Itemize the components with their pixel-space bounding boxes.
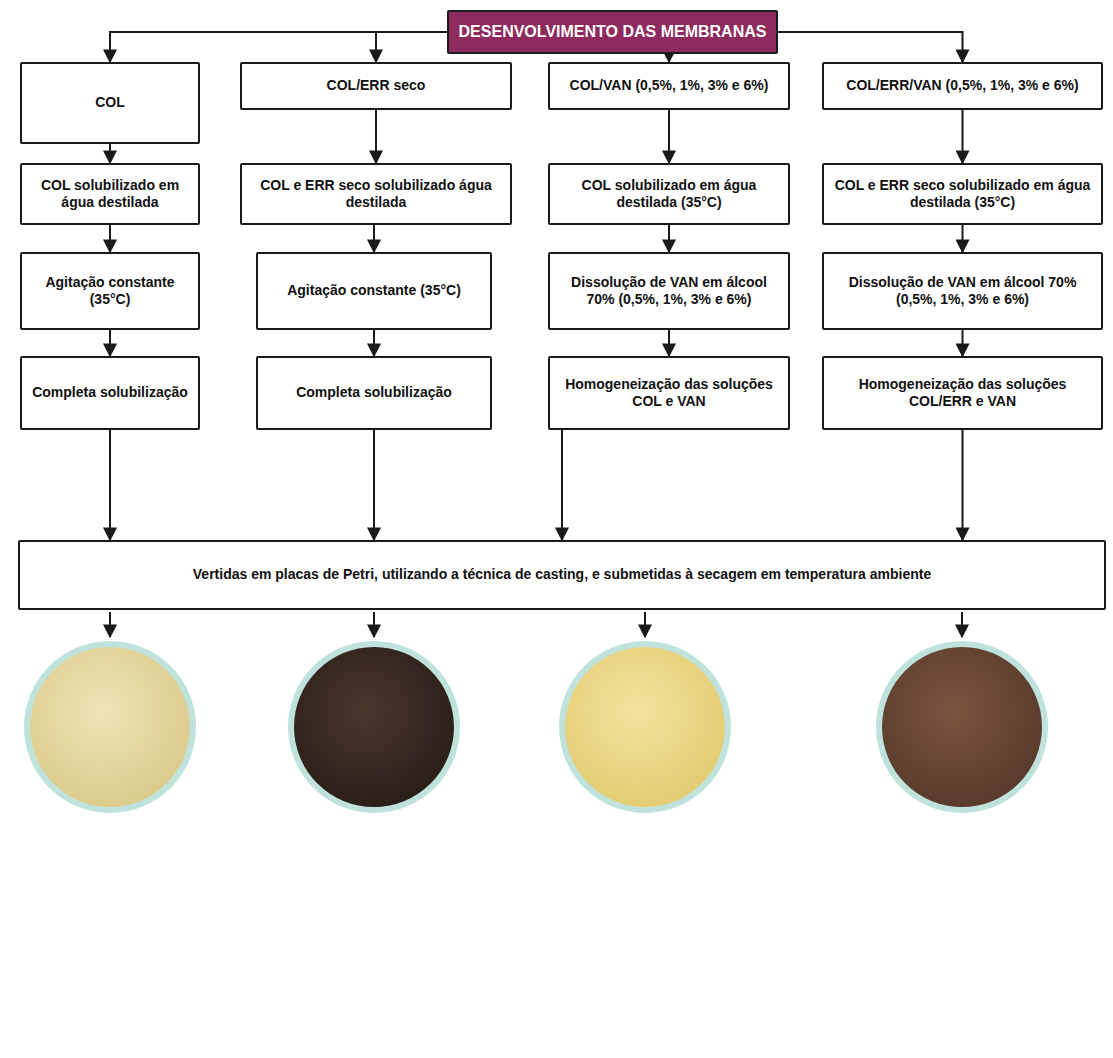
process-box: Dissolução de VAN em álcool 70% (0,5%, 1… xyxy=(822,252,1103,330)
dish-film xyxy=(30,647,190,807)
flow-arrow xyxy=(962,225,964,252)
final-step-box: Vertidas em placas de Petri, utilizando … xyxy=(18,540,1106,610)
petri-dish xyxy=(288,641,460,813)
flow-arrow xyxy=(375,110,377,163)
flow-arrow xyxy=(668,54,670,62)
flow-arrow xyxy=(109,430,111,540)
box-text: Homogeneização das soluções COL e VAN xyxy=(558,376,780,411)
dish-film xyxy=(294,647,454,807)
box-text: Agitação constante (35°C) xyxy=(287,282,461,300)
dish-rim xyxy=(559,641,731,813)
box-text: Dissolução de VAN em álcool 70% (0,5%, 1… xyxy=(558,274,780,309)
flow-arrow xyxy=(109,330,111,356)
process-box: COL/ERR seco xyxy=(240,62,512,110)
box-text: COL e ERR seco solubilizado em água dest… xyxy=(832,177,1093,212)
flow-arrow xyxy=(373,430,375,540)
box-text: COL/ERR/VAN (0,5%, 1%, 3% e 6%) xyxy=(846,77,1078,95)
process-box: Completa solubilização xyxy=(20,356,200,430)
process-box: COL/ERR/VAN (0,5%, 1%, 3% e 6%) xyxy=(822,62,1103,110)
box-text: COL solubilizado em água destilada (35°C… xyxy=(558,177,780,212)
flow-arrow xyxy=(668,110,670,163)
process-box: COL e ERR seco solubilizado água destila… xyxy=(240,163,512,225)
process-box: Homogeneização das soluções COL e VAN xyxy=(548,356,790,430)
box-text: Completa solubilização xyxy=(296,384,452,402)
flow-arrow xyxy=(376,32,447,62)
box-text: Homogeneização das soluções COL/ERR e VA… xyxy=(832,376,1093,411)
flow-arrow xyxy=(373,225,375,252)
process-box: Completa solubilização xyxy=(256,356,492,430)
box-text: COL/ERR seco xyxy=(327,77,426,95)
dish-film xyxy=(882,647,1042,807)
process-box: COL solubilizado em água destilada (35°C… xyxy=(548,163,790,225)
box-text: Completa solubilização xyxy=(32,384,188,402)
flow-arrow xyxy=(668,225,670,252)
flow-arrow xyxy=(962,110,964,163)
flow-arrow xyxy=(962,430,964,540)
flow-arrow xyxy=(109,144,111,163)
dish-arrow xyxy=(961,612,963,637)
process-box: Dissolução de VAN em álcool 70% (0,5%, 1… xyxy=(548,252,790,330)
flow-arrow xyxy=(962,330,964,356)
box-text: DESENVOLVIMENTO DAS MEMBRANAS xyxy=(459,22,767,42)
title-box: DESENVOLVIMENTO DAS MEMBRANAS xyxy=(447,10,778,54)
process-box: COL/VAN (0,5%, 1%, 3% e 6%) xyxy=(548,62,790,110)
flow-arrow xyxy=(778,32,963,62)
dish-arrow xyxy=(373,612,375,637)
box-text: Agitação constante (35°C) xyxy=(30,274,190,309)
dish-arrow xyxy=(644,612,646,637)
box-text: Dissolução de VAN em álcool 70% (0,5%, 1… xyxy=(832,274,1093,309)
flow-arrow xyxy=(109,225,111,252)
flow-arrow xyxy=(561,430,563,540)
flow-arrow xyxy=(110,32,447,62)
box-text: Vertidas em placas de Petri, utilizando … xyxy=(193,566,931,584)
process-box: Homogeneização das soluções COL/ERR e VA… xyxy=(822,356,1103,430)
petri-dish xyxy=(876,641,1048,813)
petri-dish xyxy=(24,641,196,813)
box-text: COL xyxy=(95,94,125,112)
process-box: Agitação constante (35°C) xyxy=(20,252,200,330)
box-text: COL/VAN (0,5%, 1%, 3% e 6%) xyxy=(570,77,769,95)
petri-dish xyxy=(559,641,731,813)
process-box: COL e ERR seco solubilizado em água dest… xyxy=(822,163,1103,225)
process-box: COL xyxy=(20,62,200,144)
flow-arrow xyxy=(373,330,375,356)
dish-arrow xyxy=(109,612,111,637)
flow-arrow xyxy=(668,330,670,356)
box-text: COL solubilizado em água destilada xyxy=(30,177,190,212)
dish-film xyxy=(565,647,725,807)
dish-rim xyxy=(876,641,1048,813)
dish-rim xyxy=(288,641,460,813)
process-box: COL solubilizado em água destilada xyxy=(20,163,200,225)
process-box: Agitação constante (35°C) xyxy=(256,252,492,330)
box-text: COL e ERR seco solubilizado água destila… xyxy=(250,177,502,212)
dish-arrows xyxy=(110,612,962,637)
dish-rim xyxy=(24,641,196,813)
